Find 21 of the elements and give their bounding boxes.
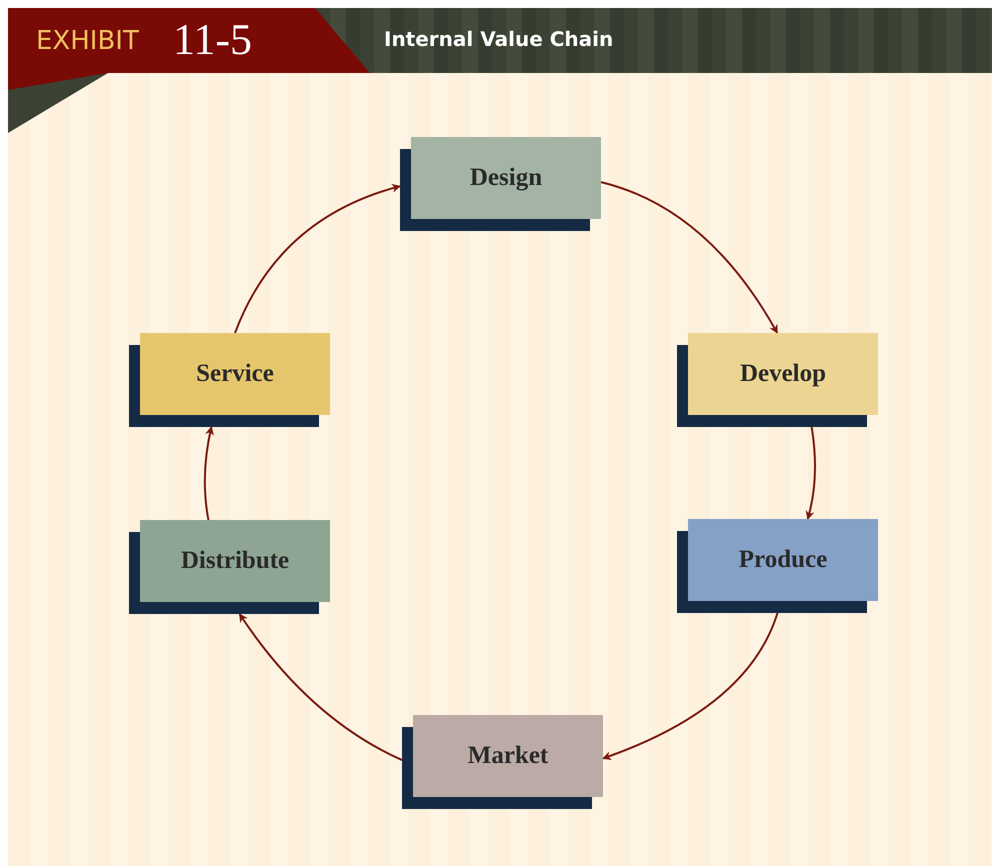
node-label: Develop xyxy=(740,360,826,388)
node-label: Distribute xyxy=(180,547,290,575)
node-label: Service xyxy=(196,360,274,388)
arrow xyxy=(602,612,778,760)
node-label: Design xyxy=(470,164,542,192)
process-box xyxy=(400,137,601,231)
title: Internal Value Chain xyxy=(384,27,614,51)
process-box xyxy=(677,333,878,427)
process-box xyxy=(402,715,603,809)
arrow xyxy=(600,181,778,334)
process-box xyxy=(129,333,330,427)
arrow xyxy=(806,426,816,520)
process-box xyxy=(129,520,330,614)
arrow xyxy=(234,184,401,334)
process-box xyxy=(677,519,878,613)
node-label: Market xyxy=(468,742,548,770)
node-label: Produce xyxy=(738,546,828,574)
arrow xyxy=(238,613,402,761)
arrow xyxy=(204,426,214,520)
exhibit-label: EXHIBIT xyxy=(36,26,139,56)
exhibit-number: 11-5 xyxy=(173,14,252,65)
